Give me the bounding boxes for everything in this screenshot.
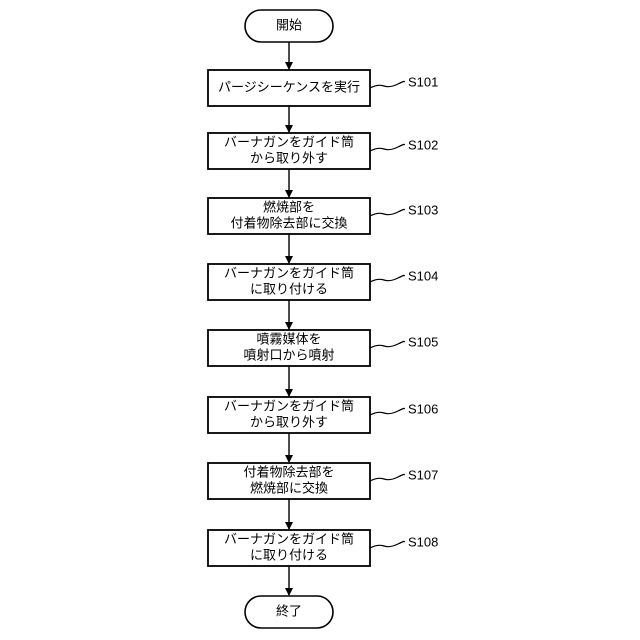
process-step-text: バーナガンをガイド筒 bbox=[224, 399, 354, 415]
process-step-text: 付着物除去部に交換 bbox=[230, 216, 347, 232]
step-leader-line bbox=[370, 408, 404, 415]
step-leader-line bbox=[370, 474, 404, 481]
process-step-text: 付着物除去部を bbox=[243, 465, 334, 481]
step-id-label: S102 bbox=[408, 138, 438, 153]
end-label: 終了 bbox=[276, 604, 302, 620]
step-id-label: S106 bbox=[408, 402, 438, 417]
step-leader-line bbox=[370, 341, 404, 348]
step-id-label: S103 bbox=[408, 203, 438, 218]
end-terminal: 終了 bbox=[245, 596, 333, 628]
step-id-label: S101 bbox=[408, 75, 438, 90]
process-steps: パージシーケンスを実行S101バーナガンをガイド筒から取り外すS102燃焼部を付… bbox=[208, 70, 438, 566]
step-leader-line bbox=[370, 209, 404, 216]
process-step-text: バーナガンをガイド筒 bbox=[224, 266, 354, 282]
process-step-text: から取り外す bbox=[250, 416, 328, 431]
step-leader-line bbox=[370, 275, 404, 282]
step-leader-line bbox=[370, 81, 404, 88]
step-leader-line bbox=[370, 541, 404, 548]
process-step-text: 燃焼部を bbox=[263, 200, 315, 216]
step-id-label: S108 bbox=[408, 535, 438, 550]
start-terminal: 開始 bbox=[245, 10, 333, 42]
start-label: 開始 bbox=[276, 19, 302, 34]
process-step-text: 噴射口から噴射 bbox=[243, 348, 334, 364]
process-step-text: 燃焼部に交換 bbox=[250, 481, 328, 497]
process-step: 燃焼部を付着物除去部に交換 S103 bbox=[208, 198, 438, 234]
process-step: 付着物除去部を燃焼部に交換 S107 bbox=[208, 463, 438, 499]
process-step-text: バーナガンをガイド筒 bbox=[224, 135, 354, 151]
process-step: バーナガンをガイド筒に取り付ける S108 bbox=[208, 530, 438, 566]
process-step-text: 噴霧媒体を bbox=[256, 333, 321, 348]
step-id-label: S104 bbox=[408, 269, 438, 284]
process-step-text: に取り付ける bbox=[250, 283, 328, 298]
step-leader-line bbox=[370, 144, 404, 151]
process-step-text: パージシーケンスを実行 bbox=[218, 80, 360, 96]
process-step: 噴霧媒体を噴射口から噴射 S105 bbox=[208, 330, 438, 366]
process-step-text: に取り付ける bbox=[250, 549, 328, 564]
step-id-label: S107 bbox=[408, 468, 438, 483]
step-id-label: S105 bbox=[408, 335, 438, 350]
process-step-text: バーナガンをガイド筒 bbox=[224, 532, 354, 548]
process-step: バーナガンをガイド筒に取り付ける S104 bbox=[208, 264, 438, 300]
process-step: バーナガンをガイド筒から取り外す S102 bbox=[208, 133, 438, 169]
process-step-text: から取り外す bbox=[250, 152, 328, 167]
process-step: パージシーケンスを実行 S101 bbox=[208, 70, 438, 106]
process-step: バーナガンをガイド筒から取り外す S106 bbox=[208, 397, 438, 433]
